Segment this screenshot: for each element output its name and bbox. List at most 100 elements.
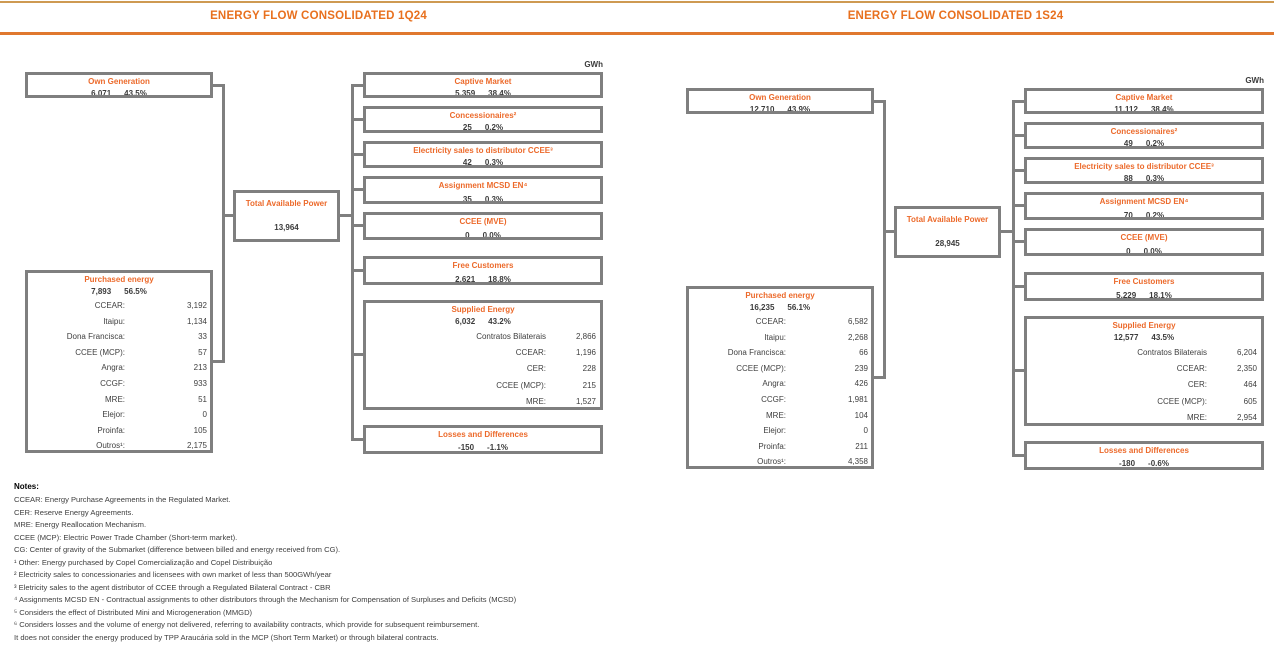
box-value-row: 5,359 38.4% bbox=[366, 89, 600, 98]
box-value-row: 12,577 43.5% bbox=[1027, 333, 1261, 342]
percent: 0.2% bbox=[484, 123, 504, 132]
source-value: 933 bbox=[193, 378, 207, 388]
box-value-row: 88 0.3% bbox=[1027, 174, 1261, 181]
supply-contract-row: MRE: 1,527 bbox=[366, 394, 600, 407]
percent: 0.3% bbox=[484, 158, 504, 167]
connector-line bbox=[1001, 230, 1012, 233]
contract-label: CER: bbox=[1187, 380, 1207, 390]
connector-line bbox=[354, 118, 363, 121]
contract-label: CCEAR: bbox=[1176, 364, 1207, 374]
box-value-row: 7,893 56.5% bbox=[28, 287, 210, 296]
connector-line bbox=[874, 100, 883, 103]
note-line: It does not consider the energy produced… bbox=[14, 632, 439, 642]
value: 0 bbox=[1126, 247, 1131, 256]
connector-line bbox=[354, 188, 363, 191]
free-customers-box: Free Customers 5,229 18.1% bbox=[1024, 272, 1264, 301]
source-value: 104 bbox=[854, 410, 868, 420]
box-title: Purchased energy bbox=[84, 275, 154, 284]
connector-line bbox=[340, 214, 351, 217]
connector-line bbox=[225, 214, 233, 217]
box-value-row: 0 0.0% bbox=[366, 231, 600, 240]
connector-line bbox=[1015, 100, 1024, 103]
percent: 43.5% bbox=[1151, 333, 1175, 342]
source-label: Elejor: bbox=[763, 426, 786, 436]
connector-line bbox=[1015, 169, 1024, 172]
source-value: 0 bbox=[202, 410, 207, 420]
source-label: CCGF: bbox=[100, 378, 125, 388]
connector-line bbox=[222, 84, 225, 363]
value: 49 bbox=[1123, 139, 1133, 148]
box-value-row: 0 0.0% bbox=[1027, 247, 1261, 256]
contract-label: CCEAR: bbox=[515, 348, 546, 358]
connector-line bbox=[1015, 369, 1024, 372]
purchased-energy-rows: CCEAR: 6,582 Itaipu: 2,268 Dona Francisc… bbox=[689, 314, 871, 467]
box-title: Free Customers bbox=[452, 261, 514, 270]
percent: 38.4% bbox=[1150, 105, 1174, 114]
page-title-1q24: ENERGY FLOW CONSOLIDATED 1Q24 bbox=[210, 10, 427, 22]
value: 0 bbox=[465, 231, 470, 240]
source-value: 3,192 bbox=[186, 301, 207, 310]
value: 7,893 bbox=[91, 287, 112, 296]
source-label: CCEE (MCP): bbox=[736, 363, 786, 373]
box-value-row: 5,229 18.1% bbox=[1027, 291, 1261, 298]
box-value-row: 13,964 bbox=[236, 223, 337, 232]
percent: 43.2% bbox=[488, 317, 511, 326]
note-line: CCEAR: Energy Purchase Agreements in the… bbox=[14, 495, 231, 504]
source-label: Outros¹: bbox=[757, 457, 786, 467]
box-title: Assignment MCSD EN⁴ bbox=[1099, 197, 1189, 206]
box-title: Supplied Energy bbox=[451, 305, 515, 314]
note-line: CG: Center of gravity of the Submarket (… bbox=[14, 545, 341, 554]
supply-contract-row: CCEE (MCP): 605 bbox=[1027, 394, 1261, 410]
box-value-row: 49 0.2% bbox=[1027, 139, 1261, 148]
percent: 18.8% bbox=[488, 275, 511, 284]
supply-contract-row: Contratos Bilaterais 6,204 bbox=[1027, 345, 1261, 361]
energy-flow-diagram-1s24: GWh Own Generation 12,710 43.9% Purchase… bbox=[673, 76, 1274, 496]
losses-differences-box: Losses and Differences -180 -0.6% bbox=[1024, 441, 1264, 470]
energy-source-row: Elejor: 0 bbox=[28, 407, 210, 423]
box-title: Captive Market bbox=[454, 77, 512, 86]
own-generation-box: Own Generation 12,710 43.9% bbox=[686, 88, 874, 114]
concessionaires-box: Concessionaires² 49 0.2% bbox=[1024, 122, 1264, 149]
contract-value: 6,204 bbox=[1236, 348, 1257, 357]
connector-line bbox=[1015, 454, 1024, 457]
percent: 0.0% bbox=[1143, 247, 1162, 256]
percent: 0.3% bbox=[484, 195, 504, 204]
contract-value: 215 bbox=[582, 380, 596, 390]
contract-value: 2,866 bbox=[575, 332, 596, 341]
value: 42 bbox=[462, 158, 472, 167]
connector-line bbox=[354, 269, 363, 272]
source-value: 213 bbox=[193, 363, 207, 373]
connector-line bbox=[354, 353, 363, 356]
total-available-power-box: Total Available Power 28,945 bbox=[894, 206, 1001, 258]
percent: 43.5% bbox=[124, 89, 147, 98]
connector-line bbox=[354, 438, 363, 441]
connector-line bbox=[354, 153, 363, 156]
box-title: Captive Market bbox=[1115, 93, 1173, 102]
percent: 43.9% bbox=[787, 105, 811, 114]
connector-line bbox=[213, 84, 222, 87]
connector-line bbox=[1012, 100, 1015, 457]
value: 11,112 bbox=[1114, 105, 1138, 114]
connector-line bbox=[351, 84, 354, 441]
source-label: CCEAR: bbox=[755, 317, 786, 326]
note-line: ² Electricity sales to concessionaries a… bbox=[14, 570, 332, 579]
energy-source-row: Outros¹: 2,175 bbox=[28, 438, 210, 450]
box-title: Free Customers bbox=[1113, 277, 1175, 286]
percent: 0.0% bbox=[482, 231, 501, 240]
captive-market-box: Captive Market 11,112 38.4% bbox=[1024, 88, 1264, 114]
supply-contract-row: Contratos Bilaterais 2,866 bbox=[366, 329, 600, 345]
supply-contract-row: MRE: 2,954 bbox=[1027, 410, 1261, 423]
contract-value: 228 bbox=[582, 364, 596, 374]
box-title: Assignment MCSD EN⁴ bbox=[438, 181, 528, 190]
contract-label: CER: bbox=[526, 364, 546, 374]
value: 35 bbox=[462, 195, 472, 204]
connector-line bbox=[886, 230, 894, 233]
note-line: ³ Eletricity sales to the agent distribu… bbox=[14, 582, 331, 592]
percent: 38.4% bbox=[488, 89, 511, 98]
box-value-row: 70 0.2% bbox=[1027, 211, 1261, 217]
page-title-1s24: ENERGY FLOW CONSOLIDATED 1S24 bbox=[847, 10, 1064, 22]
notes-section: Notes: CCEAR: Energy Purchase Agreements… bbox=[14, 482, 1164, 644]
box-value-row: 6,032 43.2% bbox=[366, 317, 600, 326]
own-generation-box: Own Generation 6,071 43.5% bbox=[25, 72, 213, 98]
